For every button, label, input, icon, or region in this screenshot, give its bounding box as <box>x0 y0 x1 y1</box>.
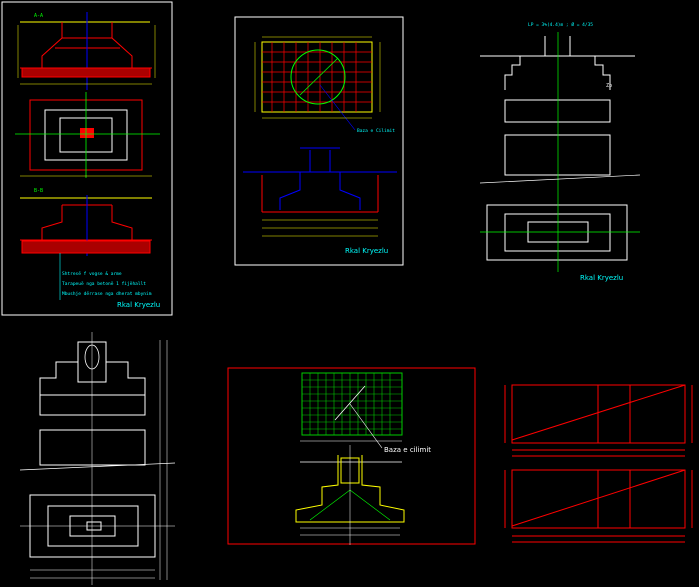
note-line-3: Mbushje dërrase nga dherat mbynim <box>62 291 152 297</box>
note-line-1: Shtresë f vogse & arme <box>62 271 122 277</box>
baza-label-1: Baza e Cilimit <box>357 128 395 134</box>
baza-label-2: Baza e cilimit <box>384 446 431 454</box>
zp-label: Zp <box>606 83 612 89</box>
sheet-footing-plan-rebar: Baza e Cilimit Rkal Kryezlu <box>234 16 404 266</box>
note-line-2: Tarapeuë nga betonë 1 fijëhallt <box>62 281 146 287</box>
author-label-1: Rkal Kryezlu <box>117 301 160 309</box>
sheet-deck-slope-diagrams <box>504 384 693 543</box>
top-formula-label: LP = 3%(4.4)m ; Ø = 4/35 <box>528 21 593 28</box>
sheet-footing-mesh-section: Baza e cilimit <box>227 367 476 545</box>
sheet-foundation-sections: A-A B-B <box>1 1 173 316</box>
author-label-2: Rkal Kryezlu <box>345 247 388 255</box>
section-b-label: B-B <box>34 188 43 194</box>
author-label-3: Rkal Kryezlu <box>580 274 623 282</box>
section-a-label: A-A <box>34 13 43 19</box>
sheet-pier-section-left <box>19 332 176 585</box>
sheet-pier-elevation: LP = 3%(4.4)m ; Ø = 4/35 Zp Rkal Kryezlu <box>479 21 641 282</box>
